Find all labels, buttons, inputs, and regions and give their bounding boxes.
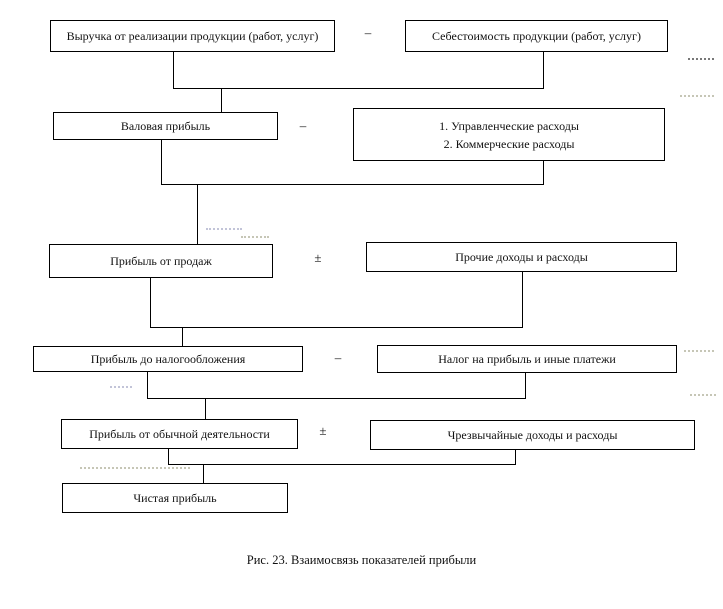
connector-line bbox=[161, 140, 162, 184]
noise-dots bbox=[688, 58, 714, 60]
node-net-profit: Чистая прибыль bbox=[62, 483, 288, 513]
node-sales-profit: Прибыль от продаж bbox=[49, 244, 273, 278]
connector-line bbox=[147, 372, 148, 398]
expenses-line-1: 1. Управленческие расходы bbox=[439, 118, 579, 133]
connector-line bbox=[150, 327, 523, 328]
noise-dots bbox=[241, 236, 269, 238]
node-ordinary-profit: Прибыль от обычной деятельности bbox=[61, 419, 298, 449]
noise-dots bbox=[680, 95, 714, 97]
expenses-line-2: 2. Коммерческие расходы bbox=[443, 136, 575, 151]
connector-line bbox=[161, 184, 544, 185]
connector-line bbox=[197, 184, 198, 244]
operator-minus-3: – bbox=[334, 350, 342, 365]
noise-dots bbox=[684, 350, 714, 352]
node-cost: Себестоимость продукции (работ, услуг) bbox=[405, 20, 668, 52]
node-revenue: Выручка от реализации продукции (работ, … bbox=[50, 20, 335, 52]
connector-line bbox=[221, 88, 222, 112]
connector-line bbox=[150, 278, 151, 327]
connector-line bbox=[543, 161, 544, 184]
operator-minus-1: – bbox=[364, 25, 372, 40]
node-tax: Налог на прибыль и иные платежи bbox=[377, 345, 677, 373]
connector-line bbox=[173, 52, 174, 88]
operator-minus-2: – bbox=[299, 118, 307, 133]
noise-dots bbox=[110, 386, 132, 388]
connector-line bbox=[147, 398, 526, 399]
connector-line bbox=[173, 88, 544, 89]
connector-line bbox=[168, 464, 516, 465]
connector-line bbox=[543, 52, 544, 88]
noise-dots bbox=[690, 394, 716, 396]
connector-line bbox=[522, 272, 523, 327]
connector-line bbox=[515, 450, 516, 464]
connector-line bbox=[182, 327, 183, 346]
noise-dots bbox=[80, 467, 190, 469]
connector-line bbox=[205, 398, 206, 419]
node-gross-profit: Валовая прибыль bbox=[53, 112, 278, 140]
connector-line bbox=[168, 449, 169, 464]
figure-caption: Рис. 23. Взаимосвязь показателей прибыли bbox=[246, 553, 477, 567]
connector-line bbox=[203, 464, 204, 483]
operator-plus-minus-1: ± bbox=[314, 250, 322, 265]
operator-plus-minus-2: ± bbox=[319, 423, 327, 438]
connector-line bbox=[525, 373, 526, 398]
node-extraordinary: Чрезвычайные доходы и расходы bbox=[370, 420, 695, 450]
node-pretax-profit: Прибыль до налогообложения bbox=[33, 346, 303, 372]
node-expenses: 1. Управленческие расходы 2. Коммерчески… bbox=[353, 108, 665, 161]
noise-dots bbox=[206, 228, 242, 230]
node-other-income: Прочие доходы и расходы bbox=[366, 242, 677, 272]
